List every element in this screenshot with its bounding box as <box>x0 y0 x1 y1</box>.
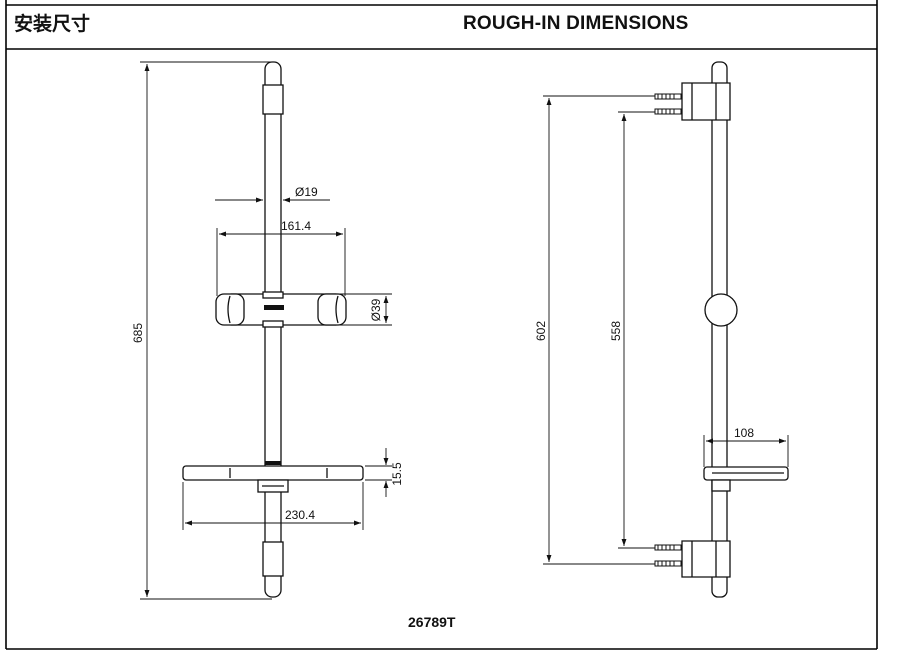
side-holder-knob <box>704 293 738 327</box>
soap-shelf <box>182 461 364 493</box>
sheet-frame <box>5 0 878 650</box>
holder-logo <box>264 305 284 310</box>
screw-icon <box>654 560 682 567</box>
side-top-bracket <box>681 82 731 121</box>
screw-icon <box>654 108 682 115</box>
bottom-bracket <box>262 541 284 577</box>
screw-icon <box>654 93 682 100</box>
screw-icon <box>654 544 682 551</box>
label-o39: Ø39 <box>369 298 383 321</box>
side-slide-bar <box>711 61 728 598</box>
label-558: 558 <box>609 321 623 341</box>
side-dimension-labels: 602 558 108 <box>534 321 754 440</box>
label-685: 685 <box>131 323 145 343</box>
label-230-4: 230.4 <box>285 508 315 522</box>
handshower-holder <box>215 291 347 328</box>
model-number: 26789T <box>408 614 456 630</box>
shelf-logo <box>265 461 281 465</box>
title-chinese: 安装尺寸 <box>14 13 91 35</box>
front-dimension-labels: 685 Ø19 161.4 Ø39 15.5 230.4 <box>131 185 404 522</box>
label-o19: Ø19 <box>295 185 318 199</box>
side-bottom-bracket <box>681 540 731 578</box>
label-602: 602 <box>534 321 548 341</box>
side-dimensions <box>543 95 789 565</box>
mounting-screws <box>654 93 682 567</box>
title-rough-in-dimensions: ROUGH-IN DIMENSIONS <box>463 13 689 34</box>
front-dimensions <box>140 61 392 600</box>
side-view <box>681 61 789 598</box>
side-shelf <box>703 466 789 492</box>
top-bracket <box>262 84 284 115</box>
label-108: 108 <box>734 426 754 440</box>
slide-bar <box>264 61 282 598</box>
front-view <box>182 61 364 598</box>
label-15-5: 15.5 <box>390 462 404 486</box>
label-161-4: 161.4 <box>281 219 311 233</box>
